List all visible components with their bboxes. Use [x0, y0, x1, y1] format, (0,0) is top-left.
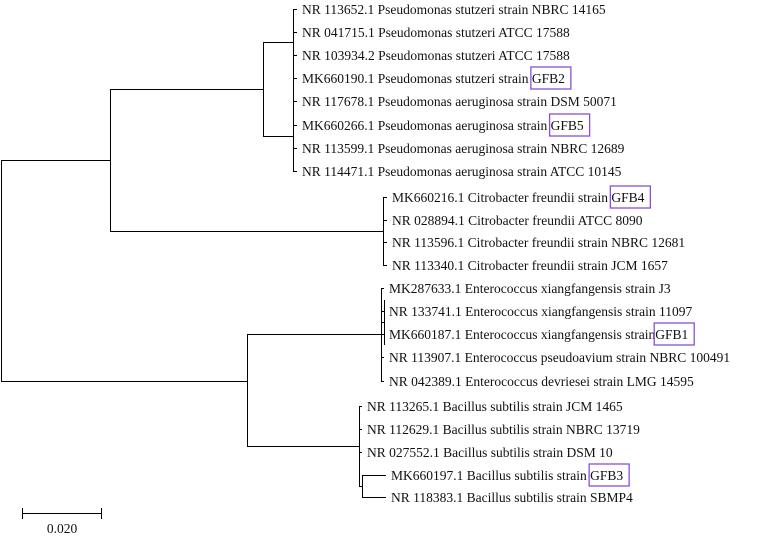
taxon-label: MK660266.1 Pseudomonas aeruginosa strain…	[302, 118, 584, 133]
taxon-label: NR 113599.1 Pseudomonas aeruginosa strai…	[302, 141, 625, 156]
taxon-name: MK660187.1 Enterococcus xiangfangensis s…	[389, 327, 655, 342]
isolate-code: GFB1	[655, 327, 688, 342]
taxon-name: NR 114471.1 Pseudomonas aeruginosa strai…	[302, 164, 622, 179]
taxon-name: NR 028894.1 Citrobacter freundii ATCC 80…	[392, 213, 643, 228]
taxon-label: MK287633.1 Enterococcus xiangfangensis s…	[389, 281, 671, 296]
taxon-name: NR 042389.1 Enterococcus devriesei strai…	[389, 374, 694, 389]
taxon-name: NR 103934.2 Pseudomonas stutzeri ATCC 17…	[302, 48, 570, 63]
taxon-label: NR 113265.1 Bacillus subtilis strain JCM…	[367, 399, 623, 414]
taxon-name: MK287633.1 Enterococcus xiangfangensis s…	[389, 281, 671, 296]
taxon-name: NR 113596.1 Citrobacter freundii strain …	[392, 235, 685, 250]
taxon-name: MK660266.1 Pseudomonas aeruginosa strain	[302, 118, 551, 133]
taxon-name: NR 133741.1 Enterococcus xiangfangensis …	[389, 304, 692, 319]
taxon-label: NR 112629.1 Bacillus subtilis strain NBR…	[367, 422, 640, 437]
isolate-code: GFB3	[590, 468, 623, 483]
isolate-highlight-box	[588, 463, 630, 487]
scale-bar-label: 0.020	[47, 521, 78, 536]
isolate-code: GFB4	[611, 190, 644, 205]
taxon-name: MK660197.1 Bacillus subtilis strain	[391, 468, 590, 483]
taxon-name: MK660190.1 Pseudomonas stutzeri strain	[302, 71, 532, 86]
taxon-name: NR 113599.1 Pseudomonas aeruginosa strai…	[302, 141, 625, 156]
taxon-label: NR 133741.1 Enterococcus xiangfangensis …	[389, 304, 692, 319]
isolate-code: GFB2	[532, 71, 565, 86]
taxon-label: NR 114471.1 Pseudomonas aeruginosa strai…	[302, 164, 622, 179]
taxon-label: MK660216.1 Citrobacter freundii strain G…	[392, 190, 645, 205]
taxon-label: NR 028894.1 Citrobacter freundii ATCC 80…	[392, 213, 643, 228]
taxon-name: NR 113907.1 Enterococcus pseudoavium str…	[389, 350, 730, 365]
taxon-name: NR 113652.1 Pseudomonas stutzeri strain …	[302, 2, 606, 17]
taxon-label: MK660190.1 Pseudomonas stutzeri strain G…	[302, 71, 565, 86]
taxon-labels: NR 113652.1 Pseudomonas stutzeri strain …	[302, 2, 730, 505]
taxon-label: NR 118383.1 Bacillus subtilis strain SBM…	[391, 490, 633, 505]
taxon-name: NR 117678.1 Pseudomonas aeruginosa strai…	[302, 94, 617, 109]
taxon-label: NR 117678.1 Pseudomonas aeruginosa strai…	[302, 94, 617, 109]
isolate-highlight-box	[609, 185, 652, 209]
taxon-label: NR 042389.1 Enterococcus devriesei strai…	[389, 374, 694, 389]
taxon-name: NR 113265.1 Bacillus subtilis strain JCM…	[367, 399, 623, 414]
taxon-name: NR 027552.1 Bacillus subtilis strain DSM…	[367, 445, 613, 460]
taxon-label: NR 041715.1 Pseudomonas stutzeri ATCC 17…	[302, 25, 570, 40]
taxon-label: NR 027552.1 Bacillus subtilis strain DSM…	[367, 445, 613, 460]
isolate-highlight-box	[530, 66, 572, 90]
isolate-highlight-box	[548, 113, 591, 137]
taxon-name: NR 118383.1 Bacillus subtilis strain SBM…	[391, 490, 633, 505]
taxon-label: MK660187.1 Enterococcus xiangfangensis s…	[389, 327, 688, 342]
taxon-label: MK660197.1 Bacillus subtilis strain GFB3	[391, 468, 623, 483]
isolate-code: GFB5	[551, 118, 584, 133]
taxon-name: MK660216.1 Citrobacter freundii strain	[392, 190, 611, 205]
taxon-label: NR 113596.1 Citrobacter freundii strain …	[392, 235, 685, 250]
isolate-highlight-box	[653, 322, 695, 346]
taxon-label: NR 103934.2 Pseudomonas stutzeri ATCC 17…	[302, 48, 570, 63]
taxon-label: NR 113652.1 Pseudomonas stutzeri strain …	[302, 2, 606, 17]
taxon-name: NR 041715.1 Pseudomonas stutzeri ATCC 17…	[302, 25, 570, 40]
taxon-name: NR 113340.1 Citrobacter freundii strain …	[392, 258, 668, 273]
taxon-label: NR 113907.1 Enterococcus pseudoavium str…	[389, 350, 730, 365]
taxon-name: NR 112629.1 Bacillus subtilis strain NBR…	[367, 422, 640, 437]
tree-branches	[1, 9, 387, 498]
scale-bar: 0.020	[22, 508, 102, 536]
taxon-label: NR 113340.1 Citrobacter freundii strain …	[392, 258, 668, 273]
